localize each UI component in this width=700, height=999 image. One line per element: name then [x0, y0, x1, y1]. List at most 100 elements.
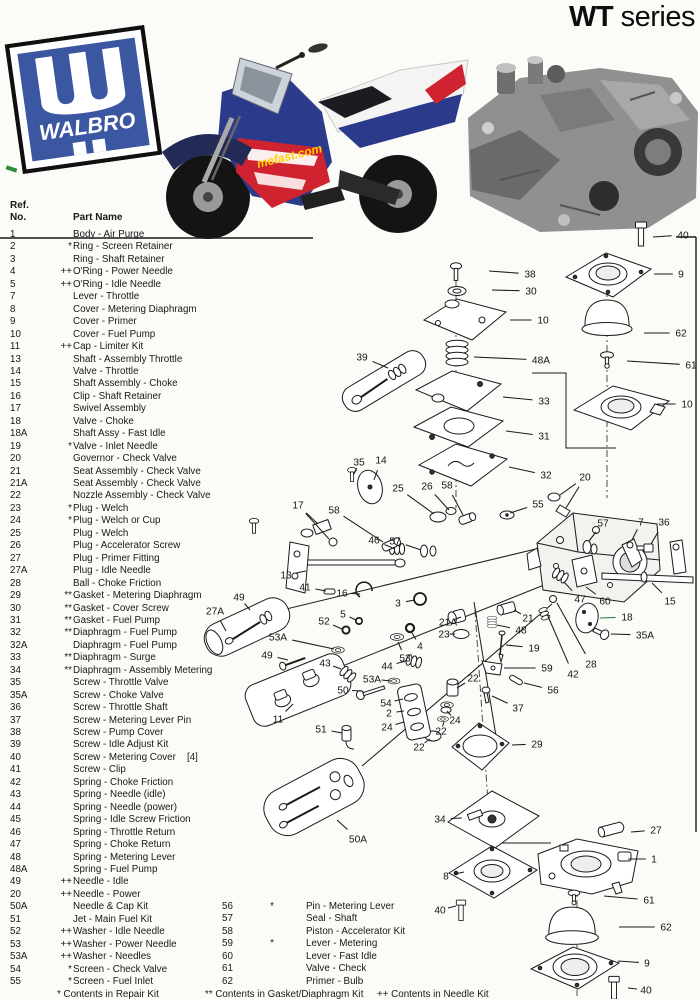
callout-label-48A: 48A [532, 356, 550, 367]
callout-leader-line [451, 494, 464, 516]
part-qty: [4] [187, 751, 198, 763]
part-kit-symbol: * [68, 502, 72, 514]
part-kit-symbol: * [68, 241, 72, 253]
callout-label-53A: 53A [363, 675, 381, 686]
title-series-word: series [613, 1, 696, 33]
walbro-logo: WALBRO [4, 24, 163, 175]
callout-label-27A: 27A [206, 607, 224, 618]
part-ref-no: 46 [10, 826, 21, 838]
part-ref-no: 37 [10, 714, 21, 726]
callout-label-39: 39 [356, 353, 368, 364]
part-name: Jet - Main Fuel Kit [73, 913, 152, 925]
part-ref-no: 27 [10, 552, 21, 564]
part-ref-no: 18 [10, 415, 21, 427]
callout-leader-line [559, 483, 577, 496]
part-ref-no: 15 [10, 378, 21, 390]
part-name: Plug - Welch [73, 502, 129, 514]
callout-label-3: 3 [395, 599, 401, 610]
callout-leader-line [349, 616, 357, 621]
callout-leader-line [523, 682, 543, 688]
callout-label-28: 28 [585, 660, 597, 671]
callout-leader-line [488, 270, 519, 274]
callout-leader-line [384, 544, 396, 550]
callout-leader-line [473, 356, 527, 360]
part-ref-no: 1 [10, 229, 16, 240]
part-name: Clip - Shaft Retainer [73, 390, 162, 402]
part-ref-no: 9 [10, 316, 16, 328]
callout-label-62: 62 [675, 329, 687, 340]
callout-leader-line [505, 644, 523, 648]
callout-leader-line [405, 599, 416, 603]
part-ref-no: 30 [10, 602, 21, 614]
callout-leader-line [505, 430, 533, 436]
part-ref-no: 39 [10, 739, 21, 751]
callout-leader-line [626, 360, 680, 365]
part-ref-no: 42 [10, 776, 21, 788]
callout-leader-line [513, 609, 522, 615]
callout-label-49: 49 [261, 651, 273, 662]
part-ref-no: 32A [10, 639, 28, 651]
part-ref-no: 35A [10, 689, 28, 701]
callout-leader-line [343, 515, 384, 543]
footnote-2: ** Contents in Gasket/Diaphragm Kit [205, 989, 364, 999]
callout-label-44: 44 [381, 662, 393, 673]
callout-leader-line [447, 905, 457, 909]
callout-label-25: 25 [392, 484, 404, 495]
part-name: Ring - Screen Retainer [73, 241, 173, 253]
callout-leader-line [651, 582, 663, 594]
callout-label-61: 61 [685, 361, 697, 372]
part-ref-no: 61 [222, 963, 233, 975]
part-ref-no: 19 [10, 440, 21, 452]
part-ref-no: 14 [10, 365, 21, 377]
callout-label-5: 5 [340, 610, 346, 621]
part-ref-no: 16 [10, 390, 21, 402]
part-ref-no: 3 [10, 253, 16, 265]
callout-label-40: 40 [640, 986, 652, 997]
part-name: Plug - Welch [73, 527, 129, 539]
part-kit-symbol: ** [64, 590, 72, 602]
part-name: Screen - Fuel Inlet [73, 976, 154, 987]
part-ref-no: 55 [10, 976, 21, 987]
callout-leader-line [546, 613, 569, 664]
part-name: Screw - Throttle Shaft [73, 702, 168, 714]
callout-leader-line [603, 895, 638, 900]
part-name: Shaft Assy - Fast Idle [73, 428, 166, 440]
callout-label-18: 18 [621, 613, 633, 624]
callout-leader-line [277, 656, 289, 661]
part-kit-symbol: ++ [60, 951, 72, 963]
callout-label-56: 56 [547, 686, 559, 697]
callout-label-32: 32 [540, 471, 552, 482]
part-ref-no: 33 [10, 652, 21, 664]
part-ref-no: 53 [10, 938, 21, 950]
callout-label-4: 4 [417, 642, 423, 653]
part-kit-symbol: * [68, 963, 72, 975]
part-ref-no: 17 [10, 403, 21, 415]
callout-label-21: 21 [522, 614, 534, 625]
part-kit-symbol: ++ [60, 938, 72, 950]
part-name: Diaphragm - Fuel Pump [73, 639, 177, 651]
part-ref-no: 20 [10, 888, 21, 900]
callout-leader-line [454, 616, 462, 620]
callout-label-58: 58 [328, 506, 340, 517]
callout-label-49: 49 [233, 593, 245, 604]
callout-leader-line [305, 512, 319, 525]
part-name: Spring - Choke Return [73, 839, 171, 851]
part-name: Spring - Needle (idle) [73, 789, 166, 801]
part-ref-no: 29 [10, 590, 21, 602]
part-ref-no: 45 [10, 814, 21, 826]
logo-w-foot-left [72, 141, 87, 156]
callout-label-57: 57 [389, 537, 401, 548]
part-name: Washer - Idle Needle [73, 926, 165, 938]
part-ref-no: 48A [10, 863, 28, 875]
part-name: Washer - Power Needle [73, 938, 177, 950]
part-name: Ring - Shaft Retainer [73, 253, 165, 265]
callout-leader-line [442, 721, 445, 727]
part-name: Needle - Power [73, 888, 141, 900]
part-name: Valve - Check [306, 963, 367, 975]
callout-label-59: 59 [541, 664, 553, 675]
part-name: Diaphragm - Assembly Metering [73, 664, 213, 676]
walbro-logo-graphic: WALBRO [4, 24, 163, 175]
part-name: Screw - Throttle Valve [73, 677, 169, 689]
